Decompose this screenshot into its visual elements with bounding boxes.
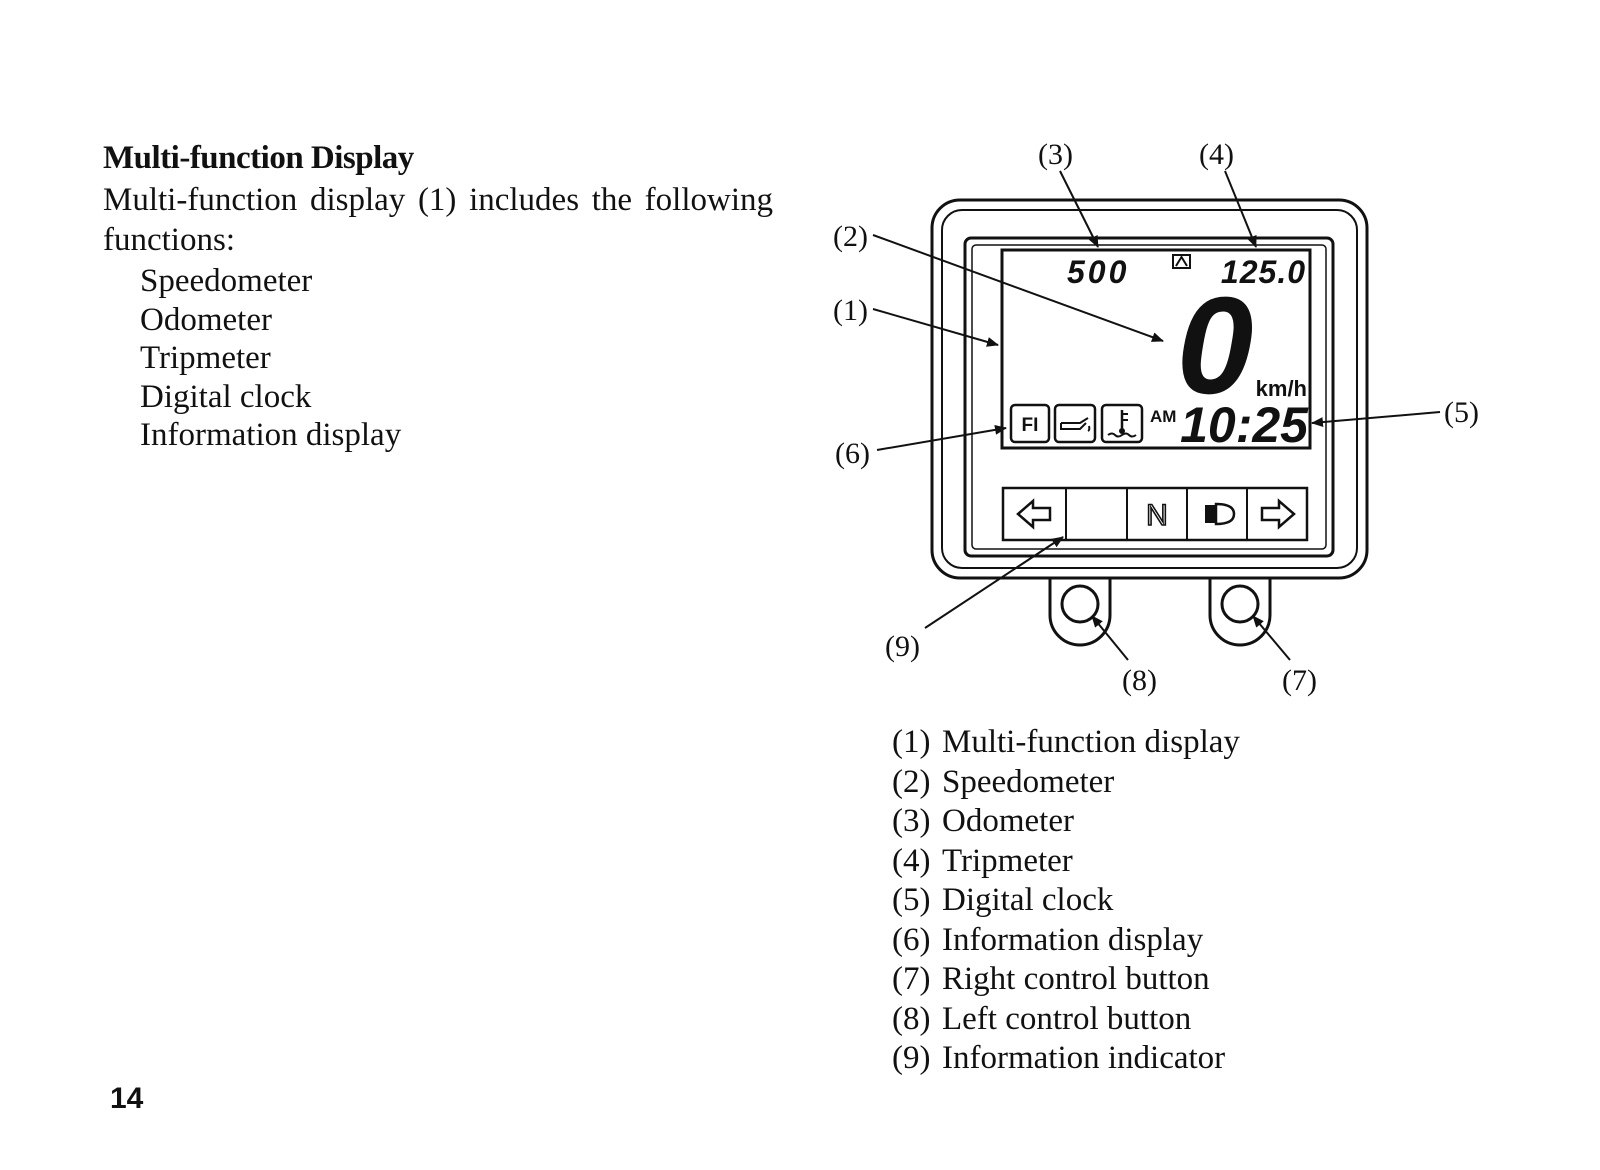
indicator-strip: N — [1001, 486, 1309, 542]
callout-2: (2) — [833, 220, 868, 253]
speed-unit: km/h — [1256, 376, 1307, 401]
callout-7: (7) — [1282, 664, 1317, 697]
intro-paragraph: Multi-function display (1) includes the … — [103, 182, 773, 258]
function-item: Information display — [140, 417, 402, 453]
right-control-button — [1208, 575, 1272, 647]
legend-label: Odometer — [942, 803, 1074, 839]
fi-indicator: FI — [1022, 415, 1039, 436]
legend-number: (9) — [892, 1040, 931, 1076]
function-list: Speedometer Odometer Tripmeter Digital c… — [140, 262, 401, 455]
legend-number: (7) — [892, 961, 931, 997]
oil-pressure-icon — [1060, 417, 1091, 432]
trip-a-icon — [1172, 254, 1191, 269]
legend-label: Information indicator — [942, 1040, 1226, 1076]
speedometer-readout: 0 — [1177, 269, 1254, 423]
function-item: Speedometer — [140, 263, 313, 299]
legend-item: (1) Multi-function display — [892, 723, 1240, 763]
legend-label: Left control button — [942, 1000, 1192, 1037]
meter-illustration: 500 125.0 0 km/h FI — [833, 138, 1479, 697]
coolant-temperature-icon — [1107, 410, 1137, 438]
callout-6: (6) — [835, 437, 870, 470]
legend-number: (3) — [892, 803, 931, 839]
meter-diagram: 500 125.0 0 km/h FI — [830, 130, 1550, 720]
odometer-readout: 500 — [1067, 254, 1129, 290]
legend-number: (4) — [892, 842, 931, 879]
info-display-icons: FI — [1009, 403, 1144, 444]
section-heading: Multi-function Display — [103, 140, 414, 176]
function-item: Tripmeter — [140, 340, 271, 376]
legend-item: (2) Speedometer — [892, 763, 1240, 803]
callout-1: (1) — [833, 294, 868, 327]
right-turn-signal-icon — [1260, 498, 1296, 530]
multi-function-display — [1000, 248, 1312, 450]
diagram-legend: (1) Multi-function display (2) Speedometer… — [892, 723, 1240, 1079]
callout-3: (3) — [1038, 138, 1073, 171]
callout-4: (4) — [1199, 138, 1234, 171]
legend-item: (5) Digital clock — [892, 881, 1240, 921]
legend-number: (6) — [892, 921, 931, 958]
tripmeter-readout: 125.0 — [1221, 254, 1306, 290]
function-item: Odometer — [140, 301, 272, 338]
high-beam-icon — [1205, 502, 1236, 526]
legend-label: Speedometer — [942, 763, 1115, 800]
neutral-indicator-icon: N — [1146, 499, 1168, 532]
legend-item: (6) Information display — [892, 921, 1240, 961]
legend-number: (2) — [892, 763, 931, 800]
callout-leaders — [872, 170, 1441, 661]
function-item: Digital clock — [140, 378, 312, 415]
callout-5: (5) — [1444, 396, 1479, 429]
legend-number: (5) — [892, 882, 931, 918]
legend-number: (1) — [892, 724, 931, 760]
clock-period: AM — [1150, 407, 1176, 426]
legend-label: Tripmeter — [942, 842, 1073, 879]
legend-label: Information display — [942, 921, 1204, 958]
callout-8: (8) — [1122, 664, 1157, 697]
legend-label: Digital clock — [942, 882, 1114, 918]
digital-clock-readout: 10:25 — [1180, 397, 1309, 453]
page-number: 14 — [110, 1082, 144, 1115]
legend-item: (9) Information indicator — [892, 1039, 1240, 1079]
legend-item: (3) Odometer — [892, 802, 1240, 842]
left-turn-signal-icon — [1016, 498, 1052, 530]
callout-9: (9) — [885, 630, 920, 663]
legend-item: (7) Right control button — [892, 960, 1240, 1000]
left-control-button — [1048, 575, 1112, 647]
legend-item: (4) Tripmeter — [892, 842, 1240, 882]
legend-number: (8) — [892, 1000, 931, 1037]
legend-label: Right control button — [942, 961, 1210, 997]
legend-item: (8) Left control button — [892, 1000, 1240, 1040]
legend-label: Multi-function display — [942, 724, 1240, 760]
